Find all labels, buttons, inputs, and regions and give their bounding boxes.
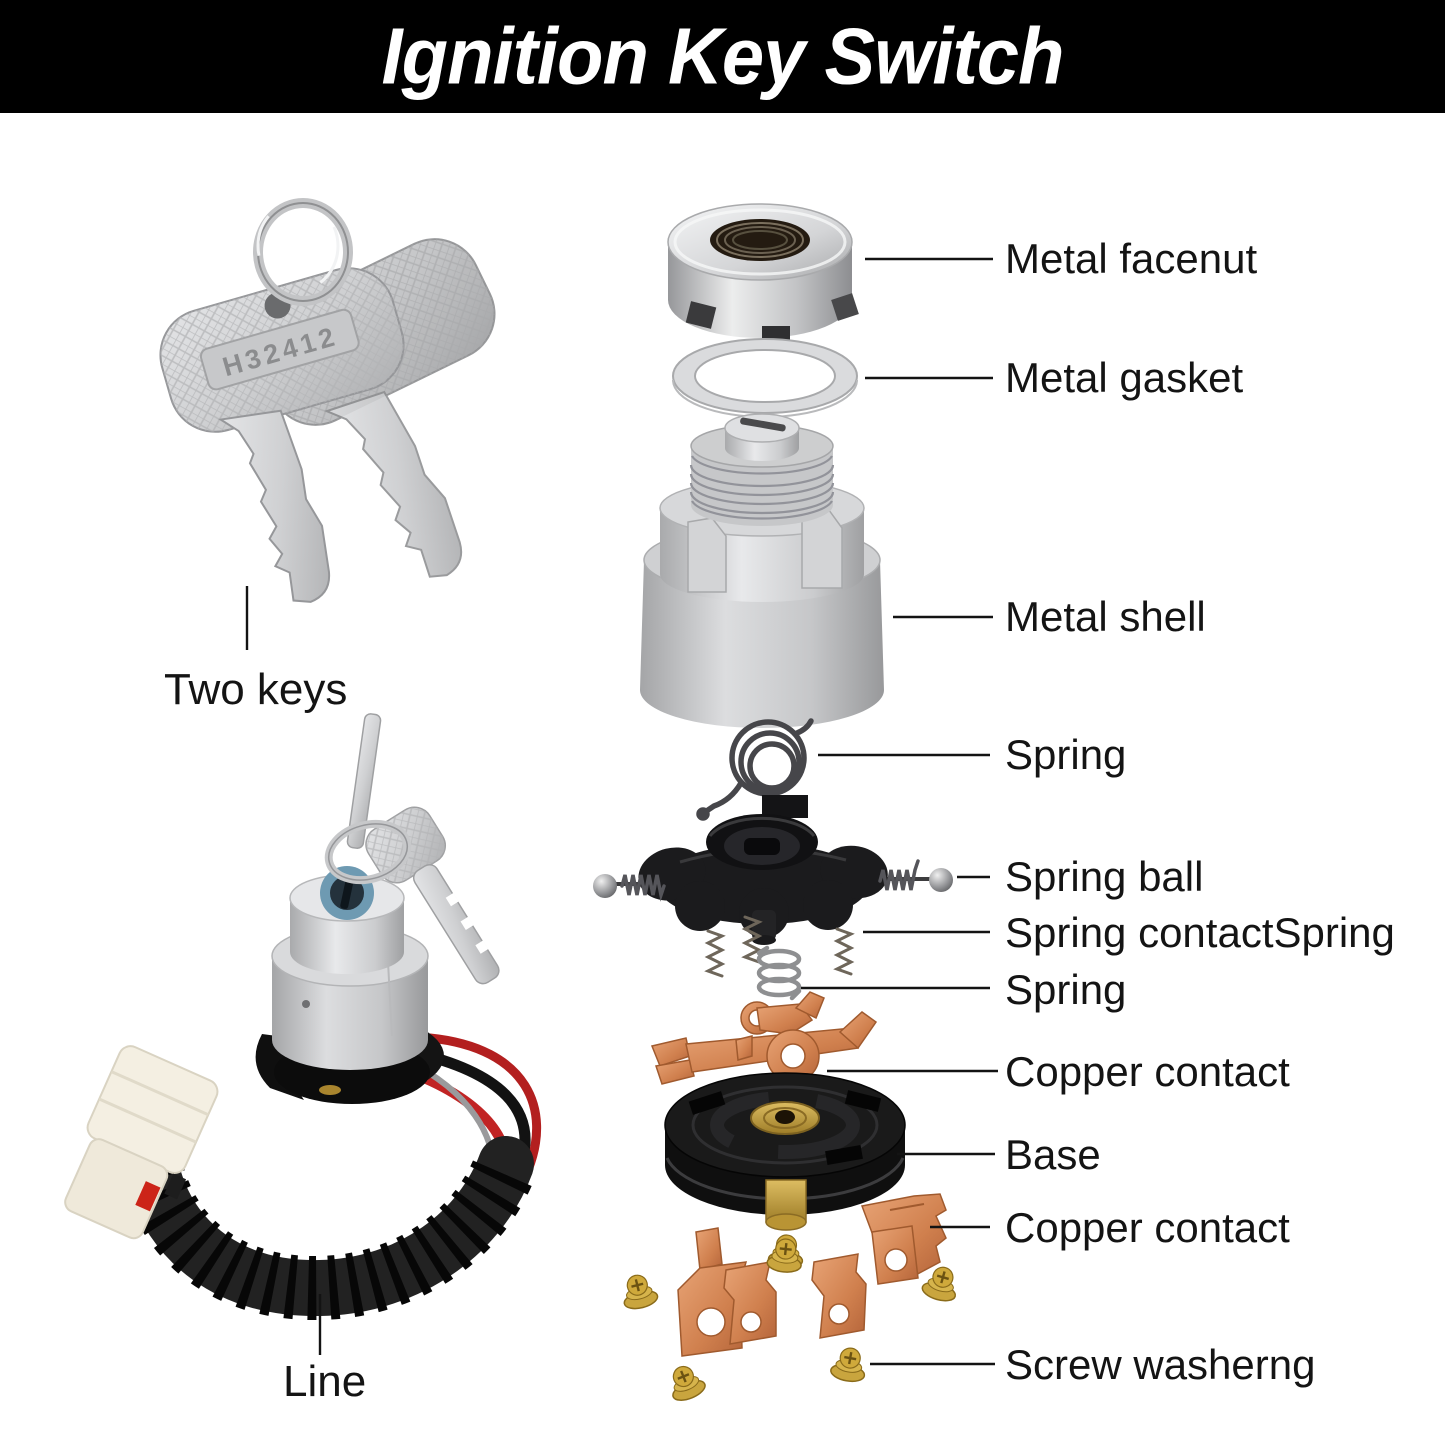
label-spring-mid: Spring bbox=[1005, 966, 1127, 1013]
label-spring-ball: Spring ball bbox=[1005, 853, 1204, 900]
metal-gasket-part bbox=[672, 338, 859, 418]
two-keys-photo: H32412 bbox=[159, 198, 496, 603]
base-part bbox=[664, 1072, 906, 1271]
metal-shell-part bbox=[640, 413, 884, 728]
label-spring-contact: Spring contactSpring bbox=[1005, 909, 1395, 956]
label-metal-facenut: Metal facenut bbox=[1005, 235, 1258, 282]
label-copper-contact-top: Copper contact bbox=[1005, 1048, 1290, 1095]
label-base: Base bbox=[1005, 1131, 1101, 1178]
label-copper-contact-bot: Copper contact bbox=[1005, 1204, 1290, 1251]
leader-lines bbox=[245, 257, 998, 1366]
label-metal-gasket: Metal gasket bbox=[1005, 354, 1244, 401]
label-metal-shell: Metal shell bbox=[1005, 593, 1206, 640]
ignition-switch-photo bbox=[64, 713, 542, 1321]
label-screw-washer: Screw washerng bbox=[1005, 1341, 1316, 1388]
metal-facenut-part bbox=[667, 203, 859, 342]
coil-spring-part bbox=[756, 945, 802, 1001]
copper-contact-top-part bbox=[650, 991, 878, 1085]
label-two-keys: Two keys bbox=[164, 665, 348, 714]
rotor-spring-ball-part bbox=[593, 795, 953, 945]
page-title: Ignition Key Switch bbox=[381, 11, 1065, 102]
contact-springs-part bbox=[704, 915, 855, 978]
label-line: Line bbox=[283, 1357, 367, 1406]
label-spring-top: Spring bbox=[1005, 731, 1127, 778]
torsion-spring-part bbox=[696, 718, 814, 821]
terminal-screws-part bbox=[617, 1225, 964, 1406]
title-banner: Ignition Key Switch bbox=[0, 0, 1445, 113]
